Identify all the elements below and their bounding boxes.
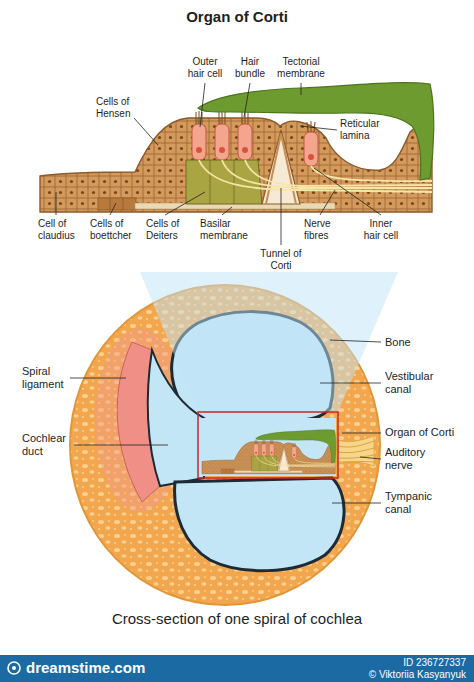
duct-ground	[200, 418, 336, 476]
part-label: Nerve fibres	[304, 218, 344, 241]
watermark-bar	[0, 655, 474, 682]
watermark: ID 236727337	[266, 657, 466, 669]
leader-line	[74, 445, 168, 446]
part-label: Auditory nerve	[385, 446, 437, 471]
part-label: Outer hair cell	[184, 56, 226, 79]
watermark: © Viktoriia Kasyanyuk	[266, 669, 466, 681]
part-label: Basilar membrane	[200, 218, 252, 241]
leader-line	[244, 83, 250, 117]
part-label: Inner hair cell	[362, 218, 400, 241]
leader-line	[314, 168, 381, 215]
organ-of-corti-inset	[40, 83, 434, 212]
part-label: Tympanic canal	[385, 490, 440, 515]
watermark-logo	[8, 662, 20, 674]
leader-line	[56, 192, 57, 215]
leader-line	[320, 383, 381, 384]
leader-line	[110, 203, 116, 215]
part-label: Hair bundle	[232, 56, 268, 79]
leader-line	[134, 118, 158, 145]
part-label: Cell of claudius	[38, 218, 80, 241]
leader-line	[332, 503, 381, 504]
part-label: Spiral ligament	[22, 365, 68, 390]
part-label: Vestibular canal	[385, 370, 441, 395]
tympanic-canal	[175, 478, 344, 571]
part-label: Bone	[385, 336, 425, 349]
leader-line	[342, 433, 381, 434]
zoom-frame	[198, 412, 338, 478]
watermark: dreamstime.com	[26, 659, 226, 676]
leader-line	[165, 192, 205, 215]
auditory-nerve	[338, 436, 374, 466]
part-label: Tunnel of Corti	[258, 248, 304, 271]
auditory-nerve-fibres	[338, 441, 374, 462]
part-label: Organ of Corti	[385, 426, 471, 439]
watermark-logo-dot	[12, 666, 16, 670]
leader-line	[320, 190, 335, 215]
leader-line	[301, 83, 302, 95]
part-label: Cells of Hensen	[96, 96, 136, 119]
leader-line	[222, 207, 232, 215]
diagram-caption: Cross-section of one spiral of cochlea	[0, 610, 474, 627]
magnifier-beam	[140, 272, 398, 412]
diagram-title: Organ of Corti	[0, 8, 474, 25]
leader-line	[330, 340, 381, 342]
leader-line	[70, 378, 126, 379]
part-label: Cells of boettcher	[90, 218, 136, 241]
leader-line	[200, 83, 205, 127]
leader-line	[360, 457, 381, 459]
leader-line	[281, 188, 282, 245]
part-label: Tectorial membrane	[276, 56, 326, 79]
leader-lines	[56, 83, 381, 503]
part-label: Cells of Deiters	[146, 218, 186, 241]
part-label: Cochlear duct	[22, 432, 72, 457]
leader-line	[300, 126, 337, 130]
part-label: Reticular lamina	[340, 118, 386, 141]
organ-of-corti-small	[202, 430, 336, 474]
